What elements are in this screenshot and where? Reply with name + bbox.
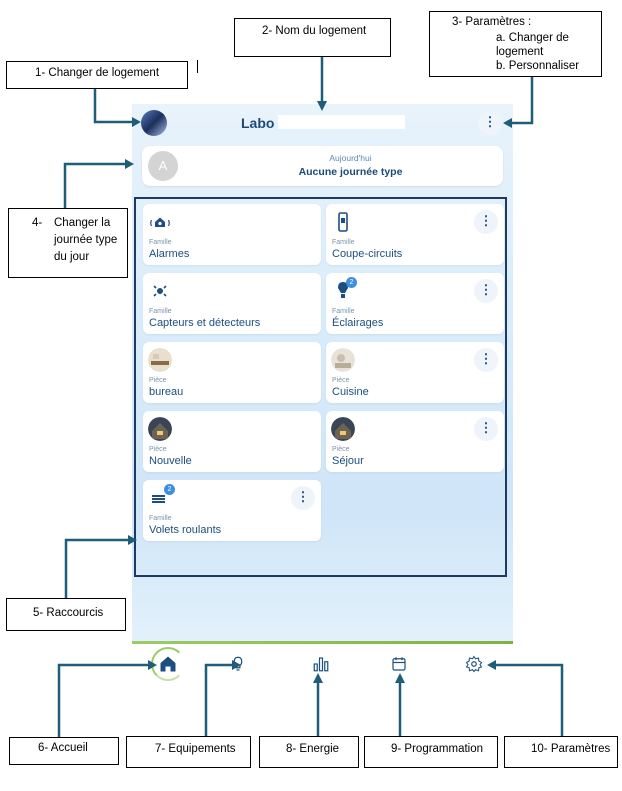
nav-energie-button[interactable] — [312, 655, 348, 691]
tile-eclairages[interactable]: 2 ⋮ Famille Éclairages — [326, 273, 504, 334]
callout-10: 10- Paramètres — [504, 736, 618, 768]
home-name: Labo — [241, 115, 275, 131]
nav-programmation-button[interactable] — [390, 655, 426, 691]
callout-4: 4- Changer la journée type du jour — [8, 208, 128, 278]
room-photo-cuisine — [331, 348, 355, 372]
tile-name: Cuisine — [332, 386, 369, 398]
callout-3-title: 3- Paramètres : — [452, 16, 532, 28]
text-cursor-mark — [197, 60, 198, 73]
tile-type: Pièce — [149, 446, 167, 453]
callout-3-b: b. Personnaliser — [496, 60, 580, 72]
day-type-card[interactable]: A Aujourd'hui Aucune journée type — [142, 146, 503, 186]
callout-3: 3- Paramètres : a. Changer de logement b… — [429, 11, 602, 77]
bulb-icon — [338, 282, 348, 298]
shutter-icon — [152, 495, 165, 503]
room-photo-nouvelle — [148, 417, 172, 441]
tile-type: Famille — [149, 515, 172, 522]
bulb-icon — [233, 656, 243, 671]
app-screen: Labo ⋮ A Aujourd'hui Aucune journée type… — [132, 104, 513, 644]
tile-name: Séjour — [332, 455, 364, 467]
tile-badge: 2 — [164, 484, 175, 495]
tile-alarmes[interactable]: Famille Alarmes — [143, 204, 321, 265]
tile-cuisine[interactable]: ⋮ Pièce Cuisine — [326, 342, 504, 403]
callout-5: 5- Raccourcis — [6, 598, 126, 631]
gear-icon — [465, 655, 483, 673]
tile-name: bureau — [149, 386, 184, 398]
tile-type: Famille — [149, 239, 172, 246]
callout-1: 1- Changer de logement — [6, 61, 188, 89]
settings-more-button[interactable]: ⋮ — [478, 111, 502, 135]
tile-type: Pièce — [332, 446, 350, 453]
tile-type: Famille — [332, 308, 355, 315]
tile-capteurs[interactable]: Famille Capteurs et détecteurs — [143, 273, 321, 334]
tile-name: Capteurs et détecteurs — [149, 317, 261, 329]
home-icon — [160, 656, 176, 672]
tile-more-button[interactable]: ⋮ — [291, 486, 315, 510]
alarm-home-icon — [150, 217, 170, 227]
nav-divider — [132, 641, 513, 644]
calendar-icon — [392, 657, 406, 671]
callout-9: 9- Programmation — [364, 736, 498, 768]
day-type-value: Aucune journée type — [298, 166, 403, 178]
callout-2: 2- Nom du logement — [234, 18, 391, 57]
tile-more-button[interactable]: ⋮ — [474, 417, 498, 441]
tile-type: Famille — [332, 239, 355, 246]
nav-equipements-button[interactable] — [229, 655, 265, 691]
tile-more-button[interactable]: ⋮ — [474, 348, 498, 372]
home-switch-avatar[interactable] — [141, 110, 167, 136]
tile-coupe-circuits[interactable]: ⋮ Famille Coupe-circuits — [326, 204, 504, 265]
tile-volets-roulants[interactable]: 2 ⋮ Famille Volets roulants — [143, 480, 321, 541]
nav-home-button[interactable] — [151, 647, 185, 681]
tile-badge: 2 — [346, 277, 357, 288]
tile-name: Volets roulants — [149, 524, 222, 536]
tile-type: Pièce — [332, 377, 350, 384]
callout-7: 7- Equipements — [126, 736, 251, 768]
day-type-label: Aujourd'hui — [329, 153, 372, 163]
tile-sejour[interactable]: ⋮ Pièce Séjour — [326, 411, 504, 472]
day-type-avatar: A — [148, 151, 178, 181]
home-name-redaction — [278, 115, 405, 129]
tile-more-button[interactable]: ⋮ — [474, 279, 498, 303]
tile-type: Famille — [149, 308, 172, 315]
tile-more-button[interactable]: ⋮ — [474, 210, 498, 234]
bottom-nav — [132, 645, 513, 687]
tile-name: Éclairages — [332, 317, 384, 329]
tile-name: Alarmes — [149, 248, 190, 260]
tile-nouvelle[interactable]: Pièce Nouvelle — [143, 411, 321, 472]
tile-type: Pièce — [149, 377, 167, 384]
tile-name: Coupe-circuits — [332, 248, 403, 260]
nav-parametres-button[interactable] — [465, 655, 501, 691]
energy-bars-icon — [313, 657, 329, 672]
callout-6: 6- Accueil — [9, 737, 119, 765]
room-photo-sejour — [331, 417, 355, 441]
room-photo-bureau — [148, 348, 172, 372]
callout-3-a: a. Changer de logement — [496, 32, 569, 58]
tile-name: Nouvelle — [149, 455, 192, 467]
callout-4-text: Changer la journée type du jour — [54, 217, 118, 263]
tile-bureau[interactable]: Pièce bureau — [143, 342, 321, 403]
callout-8: 8- Energie — [259, 736, 359, 768]
callout-4-number: 4- — [32, 217, 43, 229]
shortcuts-panel: Famille Alarmes ⋮ Famille Coupe-circuits… — [134, 197, 507, 577]
sensor-icon — [153, 285, 167, 297]
circuit-breaker-icon — [338, 212, 348, 232]
